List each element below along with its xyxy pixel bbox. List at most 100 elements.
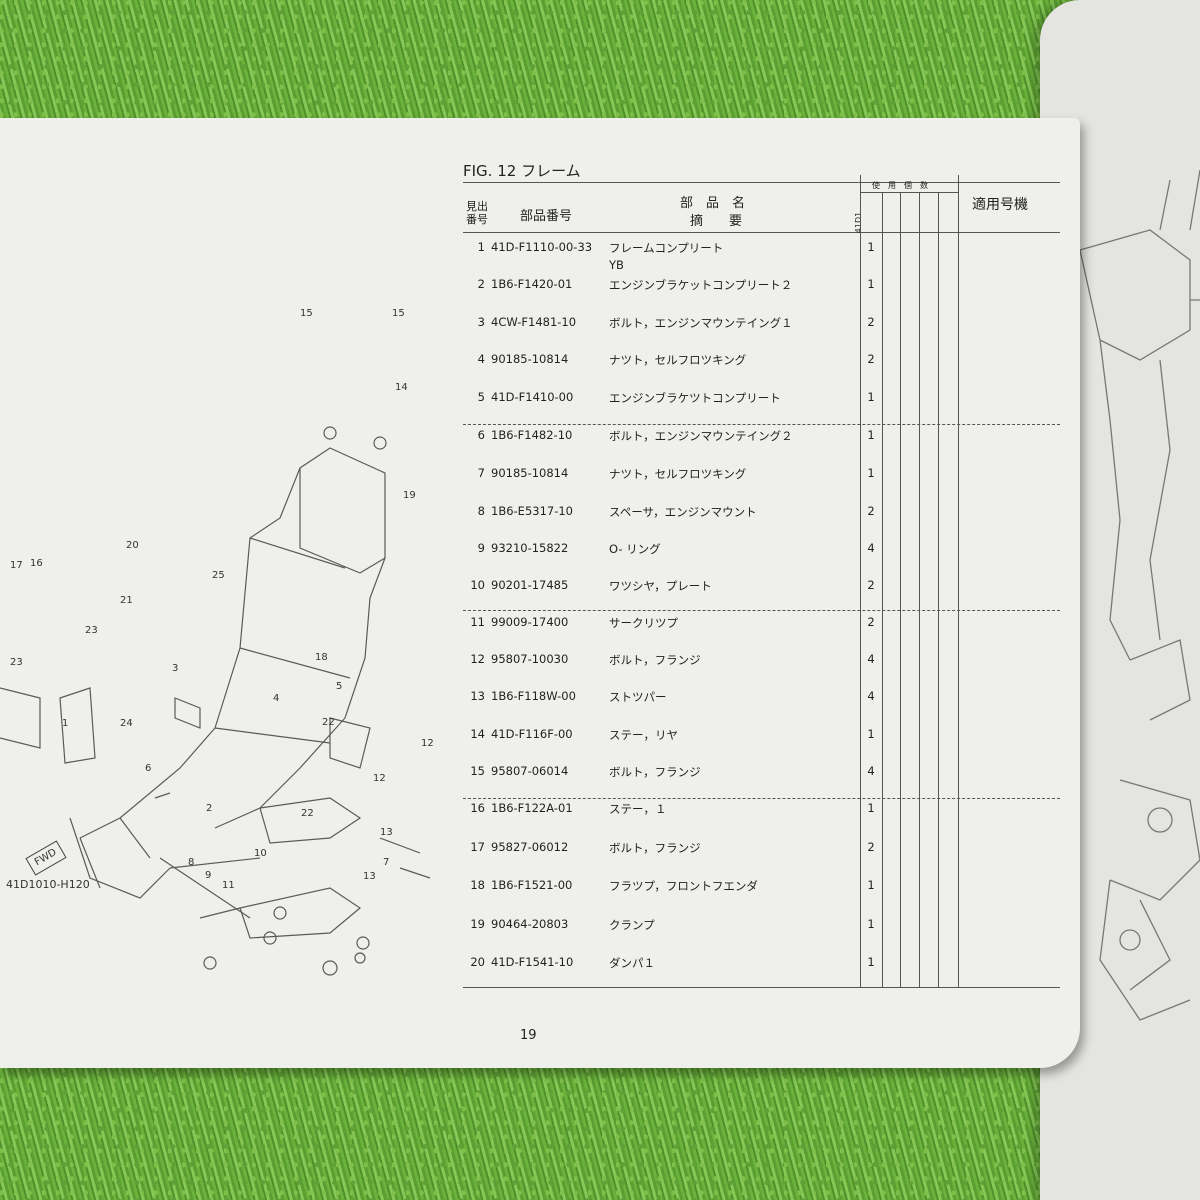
cell-part-no: 41D-F1110-00-33 [491,240,593,254]
cell-qty: 4 [867,764,875,778]
figure-title: FIG. 12 フレーム [463,162,581,180]
header-part-no: 部品番号 [520,209,573,224]
group-divider-2 [463,610,1060,611]
cell-name: スペーサ，エンジンマウント [609,505,757,519]
callout-number: 5 [336,681,343,692]
cell-qty: 1 [867,955,875,969]
callout-number: 10 [254,848,267,859]
page-number: 19 [520,1028,537,1043]
cell-name: フラツプ，フロントフエンダ [609,879,758,893]
cell-part-no: 99009-17400 [491,615,569,629]
callout-number: 14 [395,382,408,393]
callout-number: 4 [273,693,280,704]
cell-no: 14 [470,727,485,741]
cell-no: 10 [470,578,485,592]
cell-qty: 1 [867,466,875,480]
cell-name: ナツト，セルフロツキング [609,467,747,481]
cell-name: ストツパー [609,690,667,704]
cell-name: ワツシヤ，プレート [609,579,712,593]
cell-part-no: 95807-06014 [491,764,569,778]
cell-no: 13 [470,689,485,703]
callout-number: 6 [145,763,152,774]
callout-number: 15 [392,308,405,319]
callout-number: 18 [315,652,328,663]
table-header-rule [463,232,1060,233]
cell-qty: 1 [867,390,875,404]
cell-name: ボルト，エンジンマウンテイング１ [609,316,793,330]
cell-no: 11 [470,615,485,629]
cell-part-no: 93210-15822 [491,541,569,555]
callout-number: 9 [205,870,212,881]
cell-part-no: 1B6-F122A-01 [491,801,573,815]
group-divider-1 [463,424,1060,425]
callout-number: 1 [62,718,69,729]
cell-qty: 2 [867,352,875,366]
cell-part-no: 41D-F1541-10 [491,955,574,969]
cell-qty: 2 [867,504,875,518]
qty-col-rule-5 [938,192,939,987]
qty-col-rule-4 [919,192,920,987]
cell-name: ボルト，フランジ [609,841,701,855]
header-qty: 使 用 個 数 [872,181,928,190]
cell-part-no: 90201-17485 [491,578,569,592]
callout-number: 21 [120,595,133,606]
cell-qty: 1 [867,428,875,442]
cell-qty: 1 [867,801,875,815]
cell-name: ステー，リヤ [609,728,678,742]
cell-name: ダンパ１ [609,956,655,970]
cell-qty: 1 [867,240,875,254]
cell-qty: 1 [867,727,875,741]
cell-part-no: 1B6-E5317-10 [491,504,573,518]
cell-name: ボルト，エンジンマウンテイング２ [609,429,793,443]
callout-number: 16 [30,558,43,569]
callout-number: 12 [373,773,386,784]
cell-no: 19 [470,917,485,931]
cell-qty: 4 [867,652,875,666]
cell-qty: 4 [867,541,875,555]
callout-number: 8 [188,857,195,868]
callout-number: 13 [380,827,393,838]
callout-number: 22 [322,717,335,728]
callout-number: 25 [212,570,225,581]
cell-no: 7 [477,466,485,480]
callout-number: 12 [421,738,434,749]
cell-name: エンジンブラケットコンプリート２ [609,278,793,292]
header-ref-no: 見出 番号 [466,200,488,226]
cell-no: 18 [470,878,485,892]
cell-no: 6 [477,428,485,442]
cell-qty: 2 [867,315,875,329]
cell-name: O- リング [609,542,661,556]
cell-part-no: 90185-10814 [491,466,569,480]
callout-number: 17 [10,560,23,571]
callout-number: 11 [222,880,235,891]
callout-number: 2 [206,803,213,814]
callout-number: 19 [403,490,416,501]
qty-header-rule [860,192,958,193]
cell-part-no: 90185-10814 [491,352,569,366]
cell-part-no: 4CW-F1481-10 [491,315,577,329]
cell-qty: 1 [867,917,875,931]
cell-no: 17 [470,840,485,854]
cell-name: ボルト，フランジ [609,765,701,779]
cell-no: 5 [477,390,485,404]
cell-no: 9 [477,541,485,555]
cell-part-no: 95827-06012 [491,840,569,854]
callout-number: 24 [120,718,133,729]
qty-col-rule-2 [882,192,883,987]
cell-part-no: 1B6-F1521-00 [491,878,573,892]
cell-name: フレームコンプリート [609,241,724,255]
row-1-note: YB [609,258,624,272]
table-bottom-rule [463,987,1060,988]
next-page-drawing [1079,169,1200,1021]
cell-qty: 2 [867,840,875,854]
cell-part-no: 1B6-F1482-10 [491,428,573,442]
drawing-code: 41D1010-H120 [6,878,90,891]
cell-name: エンジンブラケツトコンプリート [609,391,781,405]
cell-name: サークリツプ [609,616,678,630]
cell-part-no: 1B6-F118W-00 [491,689,576,703]
callout-number: 3 [172,663,179,674]
header-model-code: 41D1 [854,211,864,234]
header-description: 摘 要 [690,214,743,229]
qty-col-rule-3 [900,192,901,987]
callout-number: 23 [10,657,23,668]
